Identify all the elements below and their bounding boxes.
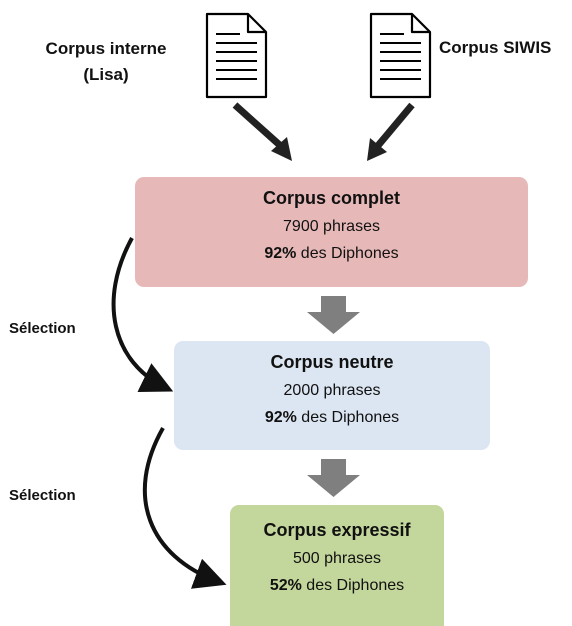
corpus-neutre-box: Corpus neutre 2000 phrases 92% des Dipho… xyxy=(174,341,490,450)
document-icon xyxy=(205,12,268,99)
box-title: Corpus neutre xyxy=(270,352,394,372)
selection-label: Sélection xyxy=(9,487,76,504)
selection-label: Sélection xyxy=(9,320,76,337)
arrow-source-2 xyxy=(367,102,415,161)
source-label-siwis: Corpus SIWIS xyxy=(439,38,552,57)
box-diphones-suffix: des Diphones xyxy=(296,245,399,262)
box-diphones-pct: 92% xyxy=(264,409,297,426)
flow-arrow-down xyxy=(307,296,360,334)
corpus-expressif-box: Corpus expressif 500 phrases 52% des Dip… xyxy=(230,505,444,626)
source-label-internal: Corpus interne (Lisa) xyxy=(26,36,186,88)
box-diphones: 92% des Diphones xyxy=(174,404,490,431)
box-diphones-pct: 52% xyxy=(269,577,302,594)
box-phrases: 2000 phrases xyxy=(283,382,381,399)
flow-arrow-down xyxy=(307,459,360,497)
selection-arrow xyxy=(111,237,174,392)
arrow-source-1 xyxy=(232,102,292,161)
corpus-complet-box: Corpus complet 7900 phrases 92% des Diph… xyxy=(135,177,528,287)
source-label-line: Corpus interne xyxy=(45,39,167,58)
selection-arrow xyxy=(142,427,227,589)
box-diphones-suffix: des Diphones xyxy=(301,577,405,594)
box-diphones-suffix: des Diphones xyxy=(296,409,400,426)
document-icon xyxy=(369,12,432,99)
box-diphones: 92% des Diphones xyxy=(135,240,528,267)
box-title: Corpus expressif xyxy=(263,520,411,540)
source-label-line: (Lisa) xyxy=(83,65,129,84)
box-diphones: 52% des Diphones xyxy=(230,572,444,599)
box-phrases: 500 phrases xyxy=(292,550,382,567)
box-phrases: 7900 phrases xyxy=(283,218,380,235)
box-title: Corpus complet xyxy=(262,188,400,208)
box-diphones-pct: 92% xyxy=(264,245,297,262)
